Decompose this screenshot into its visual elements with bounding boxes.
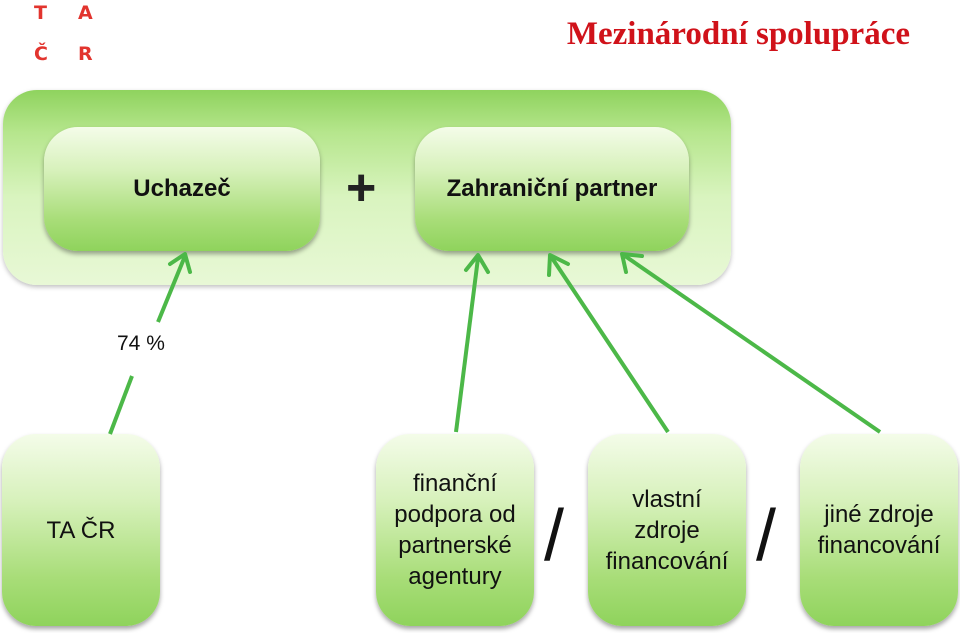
own-resources-label: vlastní zdroje financování: [605, 485, 729, 575]
applicant-label: Uchazeč: [133, 175, 231, 202]
arrow-ta-cr-to-applicant: [156, 255, 187, 323]
other-resources-box: jiné zdroje financování: [800, 434, 958, 626]
logo-letter-a: A: [78, 2, 93, 24]
separator-slash: /: [544, 496, 565, 576]
logo-letter-t: T: [34, 2, 47, 24]
applicant-box: Uchazeč: [44, 127, 320, 251]
percentage-label: 74 %: [117, 332, 165, 355]
arrow-other-to-partner: [623, 254, 882, 434]
page-title: Mezinárodní spolupráce: [566, 16, 910, 52]
logo-letter-r: R: [78, 43, 93, 65]
arrow-ta-cr-lower: [108, 375, 134, 435]
other-resources-label: jiné zdroje financování: [817, 501, 941, 559]
partner-agency-box: finanční podpora od partnerské agentury: [376, 434, 534, 626]
separator-slash: /: [756, 496, 777, 576]
arrow-agency-to-partner: [454, 257, 480, 433]
logo-letter-c: Č: [34, 43, 48, 65]
foreign-partner-label: Zahraniční partner: [446, 175, 658, 202]
arrowhead-other: [620, 252, 644, 274]
arrow-own-to-partner: [550, 256, 670, 434]
foreign-partner-box: Zahraniční partner: [415, 127, 689, 251]
ta-cr-box: TA ČR: [2, 434, 160, 626]
ta-cr-logo: T A Č R: [26, 2, 106, 70]
plus-sign: +: [346, 159, 377, 217]
own-resources-box: vlastní zdroje financování: [588, 434, 746, 626]
ta-cr-label: TA ČR: [46, 516, 116, 544]
arrowhead-own: [547, 253, 570, 277]
partner-agency-label: finanční podpora od partnerské agentury: [394, 470, 516, 590]
arrowhead-agency: [464, 253, 490, 274]
arrowhead-applicant: [168, 252, 192, 274]
